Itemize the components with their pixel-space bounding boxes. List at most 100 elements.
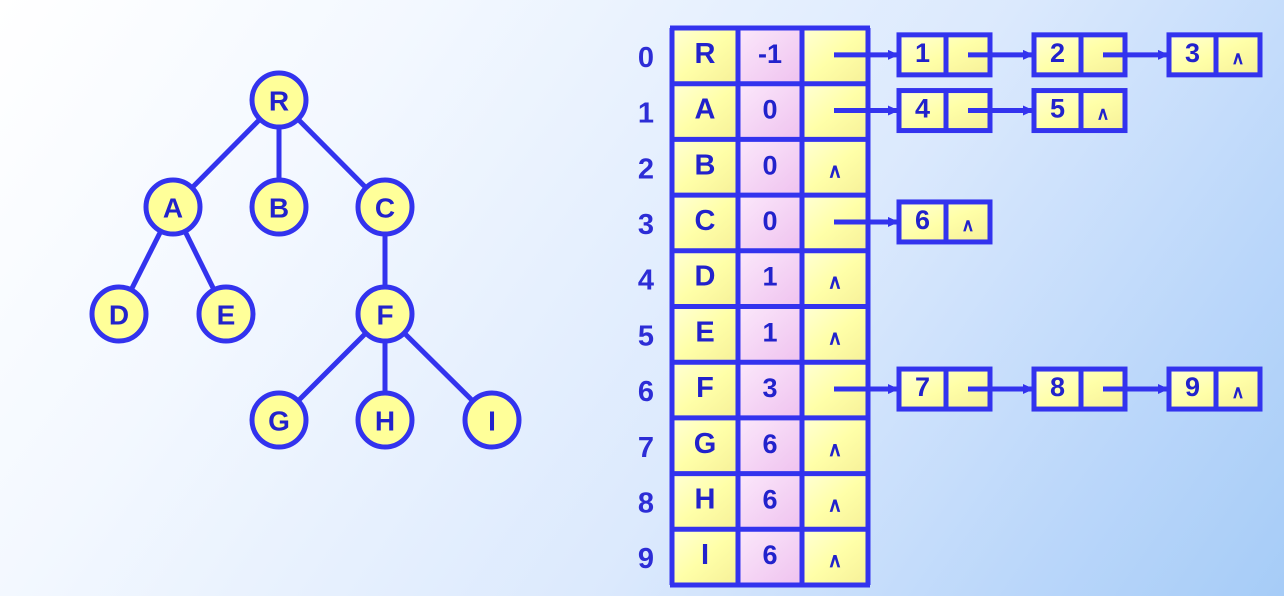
node-data-6: F (696, 372, 714, 404)
tree-node-label-d: D (109, 300, 129, 331)
tree-node-circle-a (143, 177, 203, 237)
null-pointer-4: ∧ (828, 272, 843, 294)
tree-edges (116, 98, 494, 422)
node-data-5: E (695, 316, 714, 348)
list-child-index-9: 9 (1185, 372, 1200, 402)
list-null-pointer: ∧ (1096, 104, 1109, 124)
tree-node-r: R (249, 70, 309, 130)
table-row-3: 3 C 0 (638, 195, 868, 251)
tree-node-h: H (355, 390, 415, 450)
list-null-pointer: ∧ (1231, 382, 1244, 402)
row-index-3: 3 (638, 209, 654, 241)
row-index-8: 8 (638, 487, 654, 519)
list-child-index-8: 8 (1050, 372, 1065, 402)
list-null-pointer: ∧ (1231, 48, 1244, 68)
parent-cell (738, 529, 802, 585)
list-node-3-0: 6∧ (896, 199, 993, 245)
tree-node-i: I (462, 390, 522, 450)
node-data-3: C (695, 205, 716, 237)
parent-index-2: 0 (762, 150, 777, 180)
child-pointer-cell (802, 529, 868, 585)
list-child-index-5: 5 (1050, 94, 1065, 124)
node-data-0: R (695, 38, 716, 70)
child-pointer-cell (802, 306, 868, 363)
parent-cell (738, 306, 802, 363)
parent-index-3: 0 (762, 206, 777, 236)
parent-index-9: 6 (762, 540, 777, 570)
list-node-6-2: 9∧ (1166, 366, 1263, 412)
list-node-0-1: 2 (1031, 32, 1128, 78)
parent-index-7: 6 (762, 429, 777, 459)
data-cell (672, 473, 738, 530)
parent-cell (738, 83, 802, 140)
row-index-1: 1 (638, 98, 654, 130)
tree-node-label-g: G (268, 406, 290, 437)
parent-cell (738, 28, 802, 84)
data-cell (672, 28, 738, 84)
tree-node-label-i: I (488, 406, 496, 437)
null-pointer-8: ∧ (828, 494, 843, 516)
tree-node-e: E (196, 284, 256, 344)
null-pointer-9: ∧ (828, 550, 843, 572)
null-pointer-2: ∧ (828, 160, 843, 182)
list-null-pointer: ∧ (961, 215, 974, 235)
list-node-0-0: 1 (896, 32, 993, 78)
node-data-7: G (694, 428, 717, 460)
parent-index-0: -1 (758, 39, 782, 69)
list-node-1-1: 5∧ (1031, 88, 1128, 134)
node-data-4: D (695, 261, 716, 293)
tree-node-b: B (249, 177, 309, 237)
row-index-9: 9 (638, 543, 654, 575)
null-pointer-7: ∧ (828, 439, 843, 461)
child-pointer-cell (802, 250, 868, 307)
list-child-index-6: 6 (915, 205, 930, 235)
row-index-7: 7 (638, 432, 654, 464)
row-index-2: 2 (638, 153, 654, 185)
row-index-6: 6 (638, 376, 654, 408)
list-child-index-3: 3 (1185, 38, 1200, 68)
parent-cell (738, 473, 802, 530)
parent-cell (738, 195, 802, 251)
table-grid (669, 25, 871, 588)
row-index-0: 0 (638, 42, 654, 74)
parent-cell (738, 250, 802, 307)
node-data-1: A (695, 94, 716, 126)
tree-node-circle-h (355, 390, 415, 450)
tree-node-label-b: B (269, 193, 289, 224)
data-cell (672, 529, 738, 585)
tree-node-label-r: R (269, 86, 289, 117)
tree-node-d: D (89, 284, 149, 344)
parent-index-1: 0 (762, 95, 777, 125)
data-cell (672, 250, 738, 307)
null-pointer-5: ∧ (828, 327, 843, 349)
tree-node-a: A (143, 177, 203, 237)
node-data-8: H (695, 483, 716, 515)
tree-node-circle-d (89, 284, 149, 344)
list-child-index-4: 4 (915, 94, 930, 124)
tree-node-circle-e (196, 284, 256, 344)
parent-index-4: 1 (762, 262, 777, 292)
tree-node-circle-b (249, 177, 309, 237)
tree-node-circle-g (249, 390, 309, 450)
table-row-8: 8 H 6 ∧ (638, 473, 868, 530)
table-row-7: 7 G 6 ∧ (638, 417, 868, 474)
child-pointer-cell (802, 139, 868, 196)
tree-node-f: F (355, 284, 415, 344)
tree-node-label-e: E (217, 300, 236, 331)
data-cell (672, 362, 738, 418)
list-node-6-1: 8 (1031, 366, 1128, 412)
tree-node-circle-r (249, 70, 309, 130)
tree-node-label-a: A (163, 193, 183, 224)
data-cell (672, 83, 738, 140)
child-pointer-cell (802, 417, 868, 474)
parent-cell (738, 362, 802, 418)
list-child-index-7: 7 (915, 372, 930, 402)
parent-index-8: 6 (762, 484, 777, 514)
